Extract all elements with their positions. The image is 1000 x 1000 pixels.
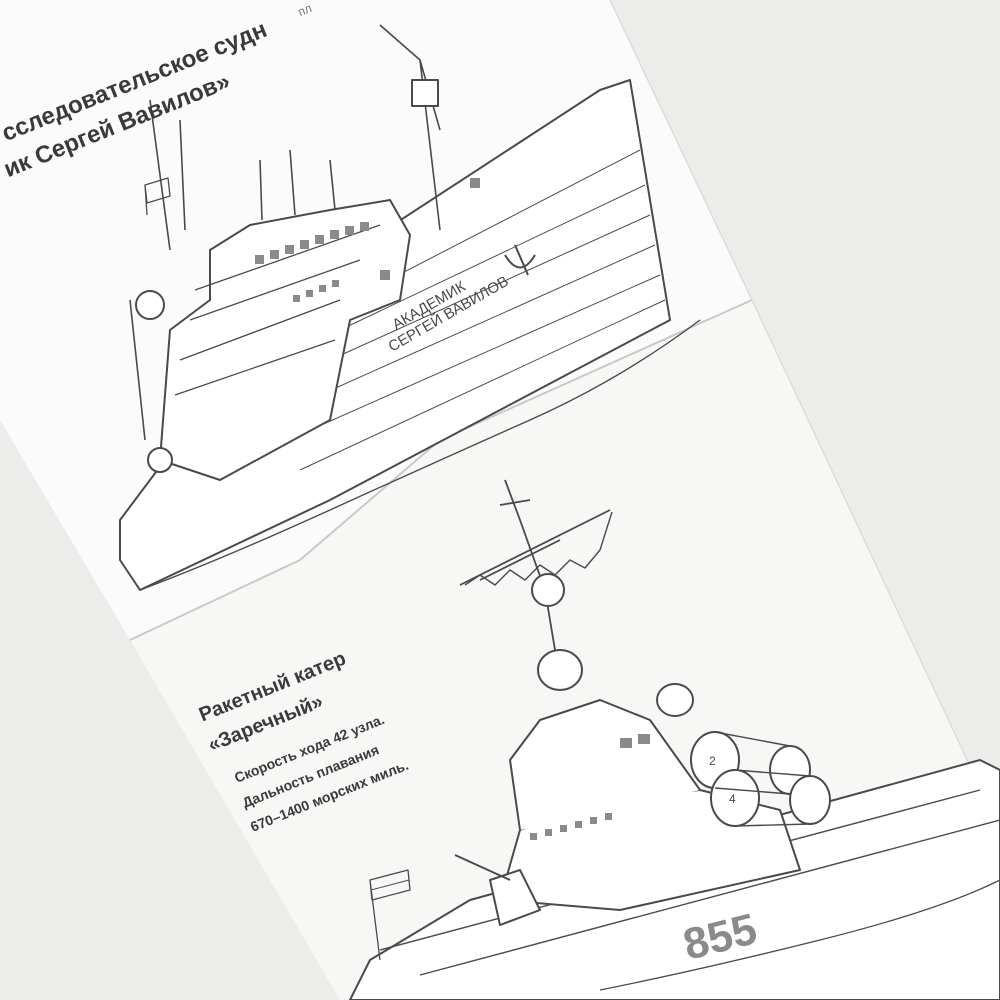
- missile-boat-portholes: [530, 734, 650, 840]
- research-ship-windows: [255, 178, 480, 302]
- missile-launcher-4: [789, 775, 831, 825]
- missile-boat-flag-stripe: [370, 879, 410, 891]
- research-ship-strakes: [299, 149, 666, 471]
- missile-launcher-number-1: 2: [709, 754, 716, 768]
- missile-boat-yard: [464, 511, 613, 586]
- page-fold: [129, 299, 753, 641]
- missile-boat-cabin: [509, 699, 701, 831]
- research-ship-radome-2: [147, 447, 173, 473]
- research-ship-hull: [119, 79, 671, 591]
- missile-boat-radome: [531, 573, 565, 607]
- missile-boat-radar-dome: [537, 649, 583, 691]
- missile-launcher-tubes: [714, 731, 811, 827]
- research-ship-drawing: [119, 24, 701, 591]
- missile-boat-flag: [369, 869, 411, 961]
- missile-boat-dome-2: [656, 683, 694, 717]
- research-ship-bridge-deck: [174, 224, 381, 396]
- page-edge-right: [609, 0, 1000, 831]
- missile-launcher-number-2: 4: [729, 792, 736, 806]
- missile-boat-wake: [599, 879, 1000, 991]
- missile-boat-drawing: [349, 479, 1000, 1000]
- research-ship-mast-platform: [411, 79, 439, 107]
- research-ship-logo: [504, 244, 536, 276]
- research-ship-flag: [144, 177, 171, 216]
- research-ship-waterline: [139, 319, 701, 591]
- research-ship-radome: [135, 290, 165, 320]
- missile-boat-gun: [454, 854, 541, 926]
- missile-boat-mast: [459, 479, 611, 681]
- research-ship-superstructure: [159, 199, 411, 481]
